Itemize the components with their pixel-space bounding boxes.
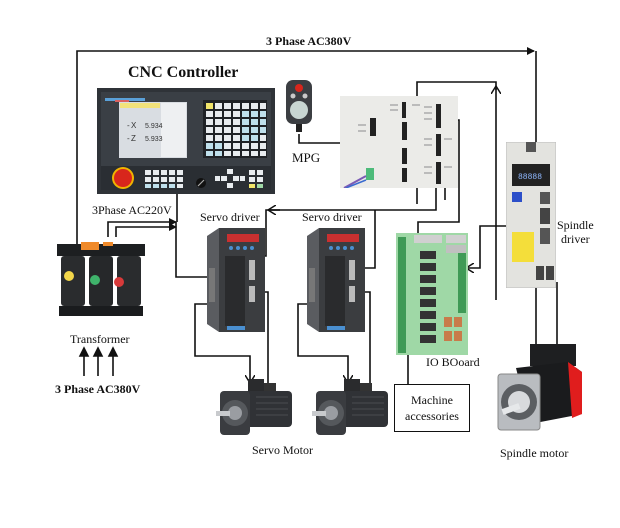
servo-driver-2 bbox=[307, 228, 365, 332]
axis-z-label: Z bbox=[131, 134, 136, 143]
phase-a-dot bbox=[64, 271, 74, 281]
interface-board bbox=[340, 96, 458, 188]
cnc-controller-panel: - X 5.934 - Z 5.933 bbox=[97, 88, 275, 194]
wire-ac220-1 bbox=[107, 218, 177, 237]
ac220-label: 3Phase AC220V bbox=[92, 203, 172, 217]
phase-b-dot bbox=[90, 275, 100, 285]
spindle-driver-label-line1: Spindle bbox=[557, 218, 594, 232]
phase-c-dot bbox=[114, 277, 124, 287]
mpg-label: MPG bbox=[292, 150, 321, 165]
mpg-pendant bbox=[286, 80, 312, 132]
wire-ac220-2 bbox=[115, 223, 177, 237]
spindle-driver-label: Spindle driver bbox=[557, 218, 594, 246]
spindle-display-value: 88888 bbox=[518, 173, 542, 182]
spindle-driver: 88888 bbox=[506, 142, 556, 288]
servo-driver-1 bbox=[207, 228, 265, 332]
axis-x-value: 5.934 bbox=[145, 123, 163, 130]
ac380-bottom-label: 3 Phase AC380V bbox=[55, 382, 141, 396]
servo-driver-2-label: Servo driver bbox=[302, 210, 362, 224]
spindle-driver-label-line2: driver bbox=[561, 232, 590, 246]
servo-motor-1 bbox=[216, 379, 292, 435]
transformer-label: Transformer bbox=[70, 332, 130, 346]
io-board-label: IO BOoard bbox=[426, 355, 480, 369]
mpg-handwheel bbox=[290, 101, 308, 119]
spindle-motor bbox=[497, 344, 582, 431]
wire-ac380-top bbox=[76, 47, 535, 250]
machine-accessories-line2: accessories bbox=[405, 409, 459, 423]
terminal-block-1 bbox=[81, 242, 99, 250]
svg-text:-: - bbox=[127, 121, 130, 130]
emergency-stop-button bbox=[114, 169, 132, 187]
servo-motor-label: Servo Motor bbox=[252, 443, 313, 457]
warning-label bbox=[512, 232, 534, 262]
servo-driver-1-label: Servo driver bbox=[200, 210, 260, 224]
svg-text:-: - bbox=[127, 134, 130, 143]
cnc-controller-title: CNC Controller bbox=[128, 64, 239, 81]
servo-motor-2 bbox=[312, 379, 388, 435]
io-board bbox=[396, 233, 468, 355]
mpg-estop bbox=[295, 84, 303, 92]
axis-x-label: X bbox=[131, 121, 137, 130]
green-terminal bbox=[366, 168, 374, 180]
axis-z-value: 5.933 bbox=[145, 136, 163, 143]
machine-accessories-line1: Machine bbox=[411, 393, 453, 407]
controller-keypad bbox=[203, 100, 267, 158]
spindle-motor-label: Spindle motor bbox=[500, 446, 569, 460]
spindle-fan-cover bbox=[568, 362, 582, 418]
machine-accessories-box: Machine accessories bbox=[394, 384, 470, 432]
spindle-display bbox=[512, 164, 550, 186]
transformer bbox=[57, 242, 145, 316]
ac380-top-label: 3 Phase AC380V bbox=[266, 34, 352, 48]
